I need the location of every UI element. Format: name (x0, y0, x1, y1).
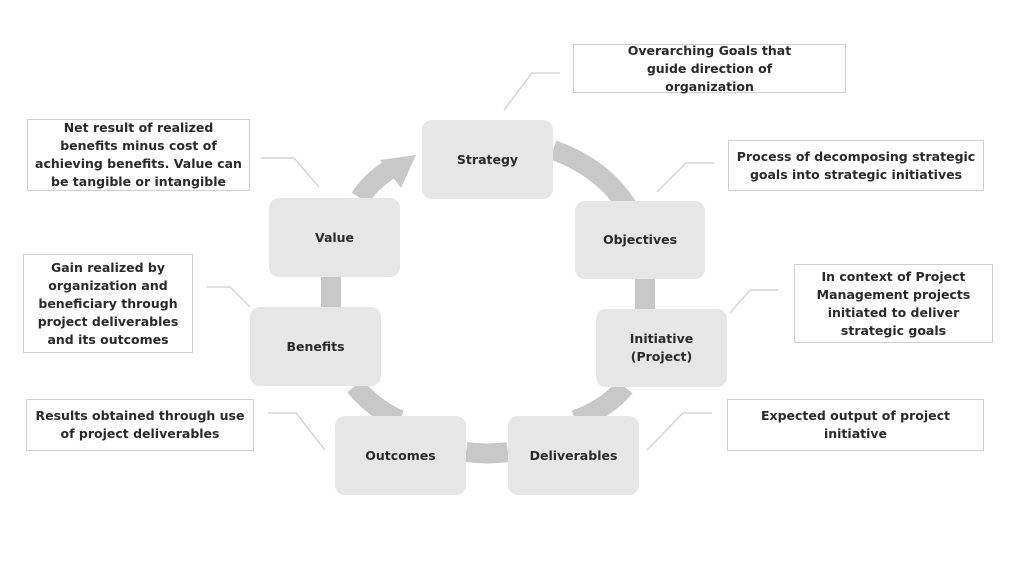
arrow-head-icon (380, 155, 416, 188)
connector-value (261, 157, 320, 188)
note-connectors (207, 72, 778, 451)
note-value: Net result of realized benefits minus co… (27, 119, 250, 191)
note-text: Gain realized by organization and benefi… (37, 259, 179, 347)
ring-arc (351, 159, 398, 204)
stage-label: Benefits (286, 338, 345, 354)
note-text: Process of decomposing strategic goals i… (736, 148, 976, 182)
note-objectives: Process of decomposing strategic goals i… (728, 140, 984, 191)
stage-label: Value (314, 229, 355, 245)
ring-arc (347, 379, 404, 430)
connector-strategy (503, 72, 560, 111)
stage-label: Outcomes (365, 447, 436, 463)
stage-value[interactable]: Value (269, 198, 400, 277)
connector-initiative (729, 289, 778, 314)
connector-benefits (207, 286, 251, 308)
note-initiative: In context of Project Management project… (794, 264, 993, 343)
stage-benefits[interactable]: Benefits (250, 307, 381, 386)
stage-initiative[interactable]: Initiative (Project) (596, 309, 727, 387)
note-text: Overarching Goals that guide direction o… (627, 42, 792, 94)
connector-objectives (656, 162, 714, 193)
stage-label: Objectives (602, 232, 678, 247)
ring-arc (464, 442, 510, 464)
connector-outcomes (268, 412, 326, 451)
stage-label: Initiative (Project) (629, 331, 694, 364)
stage-label: Strategy (456, 151, 519, 167)
stage-objectives[interactable]: Objectives (575, 201, 705, 279)
note-strategy: Overarching Goals that guide direction o… (573, 42, 846, 94)
stage-deliverables[interactable]: Deliverables (508, 416, 639, 495)
note-benefits: Gain realized by organization and benefi… (23, 254, 193, 353)
note-text: Results obtained through use of project … (35, 408, 245, 441)
stage-outcomes[interactable]: Outcomes (335, 416, 466, 495)
stage-strategy[interactable]: Strategy (422, 120, 553, 199)
note-outcomes: Results obtained through use of project … (26, 399, 254, 451)
stage-label: Deliverables (529, 447, 618, 463)
note-deliverables: Expected output of project initiative (727, 399, 984, 451)
note-text: Net result of realized benefits minus co… (35, 120, 242, 189)
note-text: Expected output of project initiative (760, 408, 951, 441)
note-text: In context of Project Management project… (816, 268, 971, 338)
connector-deliverables (646, 412, 712, 451)
